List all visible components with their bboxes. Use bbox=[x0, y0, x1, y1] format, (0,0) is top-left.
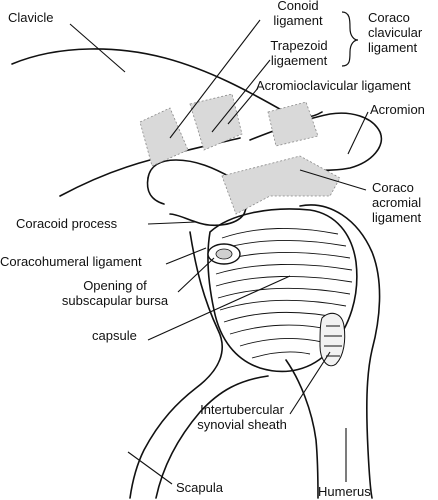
coracoacromial-line-2: acromial bbox=[372, 195, 422, 210]
intertubercular-sheath-label: Intertubercular synovial sheath bbox=[186, 402, 298, 432]
humerus-bone bbox=[299, 204, 381, 499]
coracoid-process-label: Coracoid process bbox=[16, 216, 118, 231]
scapula-bone bbox=[129, 231, 223, 499]
coracoclavicular-brace bbox=[341, 11, 359, 67]
coracoacromial-ligament-shape bbox=[221, 155, 341, 215]
coracoacromial-line-1: Coraco bbox=[372, 180, 414, 195]
capsule-label: capsule bbox=[92, 328, 137, 343]
coracohumeral-ligament-label: Coracohumeral ligament bbox=[0, 254, 142, 269]
conoid-line-2: ligament bbox=[273, 13, 323, 28]
subscapular-opening-label: Opening of subscapular bursa bbox=[54, 278, 176, 308]
intertubercular-line-1: Intertubercular bbox=[200, 402, 284, 417]
acromioclavicular-ligament-shape bbox=[267, 101, 319, 147]
coracoclavicular-line-2: clavicular bbox=[368, 25, 423, 40]
trapezoid-ligament-label: Trapezoid ligaement bbox=[258, 38, 340, 68]
scapula-label: Scapula bbox=[176, 480, 223, 495]
coracoclavicular-line-1: Coraco bbox=[368, 10, 410, 25]
coracoacromial-line-3: ligament bbox=[372, 210, 422, 225]
humerus-label: Humerus bbox=[318, 484, 371, 499]
acromioclavicular-ligament-label: Acromioclavicular ligament bbox=[256, 78, 411, 93]
subscapular-line-2: subscapular bursa bbox=[61, 293, 169, 308]
intertubercular-line-2: synovial sheath bbox=[197, 417, 287, 432]
conoid-ligament-shape bbox=[139, 107, 189, 167]
conoid-ligament-label: Conoid ligament bbox=[266, 0, 330, 28]
trapezoid-ligament-shape bbox=[189, 93, 243, 151]
subscapular-line-1: Opening of bbox=[83, 278, 147, 293]
intertubercular-sheath-shape bbox=[319, 312, 346, 367]
coracoclavicular-line-3: ligament bbox=[368, 40, 418, 55]
conoid-line-1: Conoid bbox=[277, 0, 319, 13]
trapezoid-line-2: ligaement bbox=[270, 53, 328, 68]
clavicle-label: Clavicle bbox=[8, 10, 54, 25]
acromion-bone bbox=[249, 112, 383, 172]
acromion-label: Acromion bbox=[370, 102, 425, 117]
trapezoid-line-1: Trapezoid bbox=[270, 38, 328, 53]
leader-lines bbox=[69, 19, 369, 485]
coracoclavicular-ligament-label: Coraco clavicular ligament bbox=[368, 10, 422, 55]
coracoacromial-ligament-label: Coraco acromial ligament bbox=[372, 180, 421, 225]
